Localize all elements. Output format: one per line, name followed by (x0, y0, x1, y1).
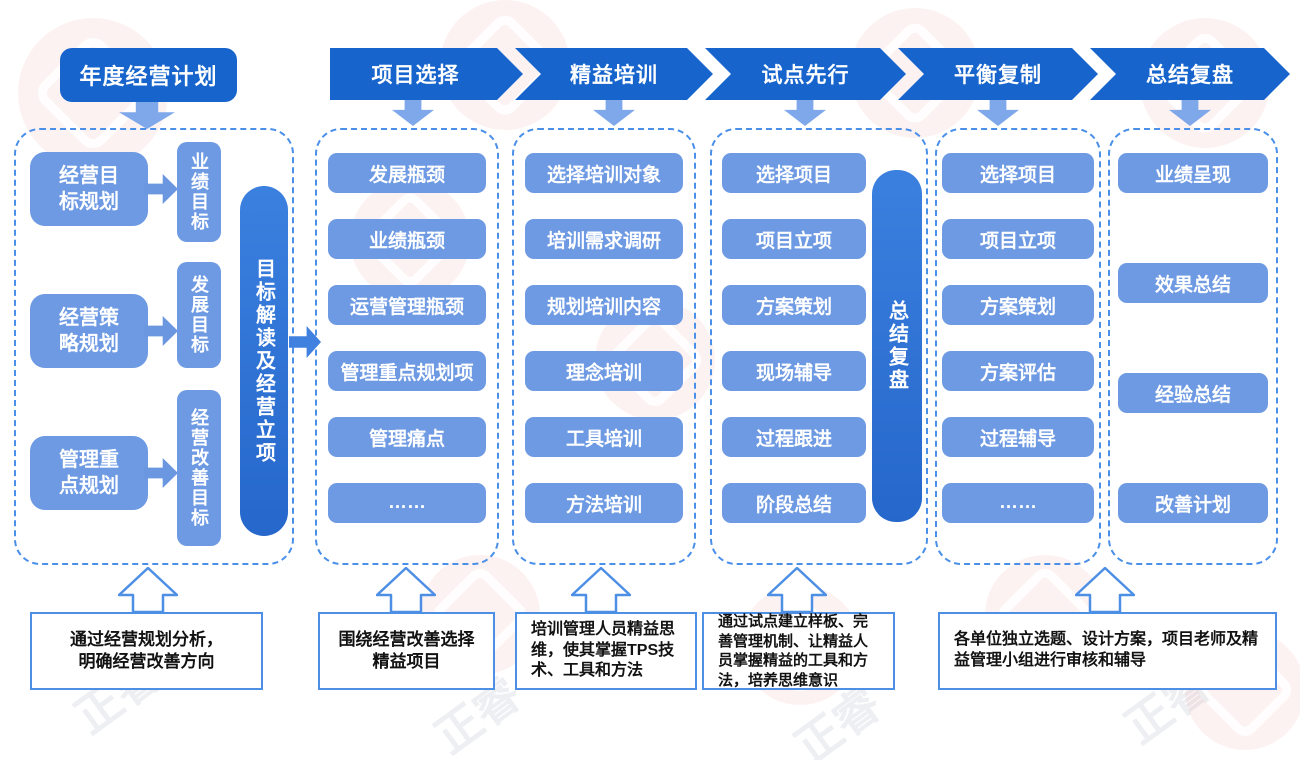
note-box: 围绕经营改善选择 精益项目 (318, 612, 495, 690)
stage-item: 效果总结 (1118, 263, 1268, 303)
stage-item: 管理重点规划项 (328, 351, 486, 391)
note-arrow-up-icon (571, 567, 631, 613)
stage-item: 管理痛点 (328, 417, 486, 457)
stage-item: 业绩瓶颈 (328, 219, 486, 259)
annual-plan-title: 年度经营计划 (60, 48, 237, 102)
stage-item: 阶段总结 (722, 483, 866, 523)
note-box: 通过经营规划分析， 明确经营改善方向 (30, 612, 263, 690)
stage-item: 改善计划 (1118, 483, 1268, 523)
note-arrow-up-icon (376, 567, 436, 613)
stage-panel-summary-review (1108, 128, 1278, 565)
note-box: 通过试点建立样板、完善管理机制、让精益人员掌握精益的工具和方法，培养思维意识 (702, 612, 895, 690)
stage-item: 过程跟进 (722, 417, 866, 457)
stage-item: 业绩呈现 (1118, 153, 1268, 193)
planning-target-box: 经营改善目标 (177, 390, 221, 546)
note-arrow-up-icon (118, 567, 178, 613)
stage-item: 运营管理瓶颈 (328, 285, 486, 325)
planning-source-box: 经营目标规划 (30, 152, 148, 226)
stage-item: 现场辅导 (722, 351, 866, 391)
stage-chevron-project-selection: 项目选择 (330, 48, 523, 100)
stage-chevron-balanced-replication: 平衡复制 (898, 48, 1098, 100)
stage-arrow-down-icon (392, 100, 434, 126)
stage-arrow-down-icon (784, 100, 826, 126)
note-arrow-up-icon (767, 567, 827, 613)
stage-panel-balanced-replication (935, 128, 1101, 565)
stage-panel-lean-training (512, 128, 696, 565)
stage-item: …… (942, 483, 1094, 523)
stage-item: 方法培训 (525, 483, 683, 523)
note-arrow-up-icon (1075, 567, 1135, 613)
stage-item: 方案策划 (722, 285, 866, 325)
stage-panel-pilot-first (710, 128, 928, 565)
note-box: 培训管理人员精益思维，使其掌握TPS技术、工具和方法 (515, 612, 697, 690)
stage-item: 过程辅导 (942, 417, 1094, 457)
planning-target-box: 发展目标 (177, 262, 221, 368)
stage-item: 培训需求调研 (525, 219, 683, 259)
stage-item: 项目立项 (722, 219, 866, 259)
stage-item: 选择项目 (722, 153, 866, 193)
stage-item: 发展瓶颈 (328, 153, 486, 193)
stage-panel-bar: 总结复盘 (872, 170, 922, 522)
stage-item: …… (328, 483, 486, 523)
stage-item: 方案评估 (942, 351, 1094, 391)
stage-chevron-lean-training: 精益培训 (515, 48, 713, 100)
stage-item: 理念培训 (525, 351, 683, 391)
planning-target-box: 业绩目标 (177, 142, 221, 242)
stage-chevron-pilot-first: 试点先行 (705, 48, 906, 100)
stage-item: 方案策划 (942, 285, 1094, 325)
stage-item: 项目立项 (942, 219, 1094, 259)
planning-source-box: 管理重点规划 (30, 436, 148, 510)
planning-bar: 目标解读及经营立项 (240, 186, 288, 536)
stage-chevron-summary-review: 总结复盘 (1090, 48, 1290, 100)
stage-item: 工具培训 (525, 417, 683, 457)
stage-item: 选择培训对象 (525, 153, 683, 193)
stage-arrow-down-icon (593, 100, 635, 126)
note-box: 各单位独立选题、设计方案，项目老师及精益管理小组进行审核和辅导 (938, 612, 1277, 690)
stage-item: 经验总结 (1118, 373, 1268, 413)
stage-item: 规划培训内容 (525, 285, 683, 325)
planning-source-box: 经营策略规划 (30, 294, 148, 368)
stage-item: 选择项目 (942, 153, 1094, 193)
stage-arrow-down-icon (977, 100, 1019, 126)
